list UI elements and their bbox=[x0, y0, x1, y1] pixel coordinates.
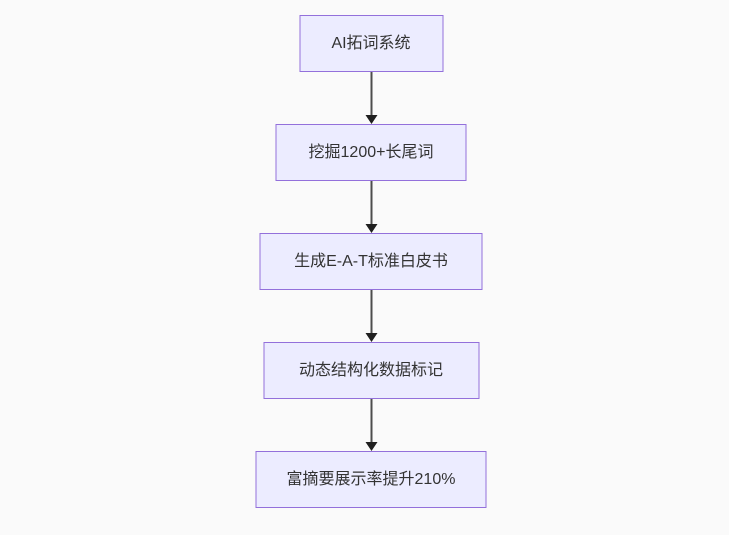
flow-node-structured-data-markup: 动态结构化数据标记 bbox=[263, 342, 479, 399]
arrow-line bbox=[370, 290, 372, 333]
flow-node-label: 挖掘1200+长尾词 bbox=[308, 143, 434, 161]
arrow-line bbox=[370, 399, 372, 442]
flow-node-rich-snippet-rate: 富摘要展示率提升210% bbox=[255, 451, 487, 508]
flow-node-label: AI拓词系统 bbox=[331, 34, 411, 52]
arrow-line bbox=[370, 72, 372, 115]
flow-edge-1-2 bbox=[365, 72, 377, 124]
flow-node-longtail-keywords: 挖掘1200+长尾词 bbox=[275, 124, 467, 181]
arrowhead-down-icon bbox=[365, 224, 377, 233]
flow-node-eat-whitepaper: 生成E-A-T标准白皮书 bbox=[259, 233, 483, 290]
flow-edge-3-4 bbox=[365, 290, 377, 342]
arrow-line bbox=[370, 181, 372, 224]
flow-edge-2-3 bbox=[365, 181, 377, 233]
flow-node-label: 富摘要展示率提升210% bbox=[286, 470, 456, 488]
arrowhead-down-icon bbox=[365, 442, 377, 451]
flow-node-label: 生成E-A-T标准白皮书 bbox=[294, 252, 448, 270]
arrowhead-down-icon bbox=[365, 115, 377, 124]
flow-node-label: 动态结构化数据标记 bbox=[298, 361, 443, 379]
flow-edge-4-5 bbox=[365, 399, 377, 451]
flow-node-ai-word-expansion: AI拓词系统 bbox=[299, 15, 443, 72]
flowchart-column: AI拓词系统 挖掘1200+长尾词 生成E-A-T标准白皮书 动态结构化数据标记 bbox=[255, 15, 487, 508]
arrowhead-down-icon bbox=[365, 333, 377, 342]
